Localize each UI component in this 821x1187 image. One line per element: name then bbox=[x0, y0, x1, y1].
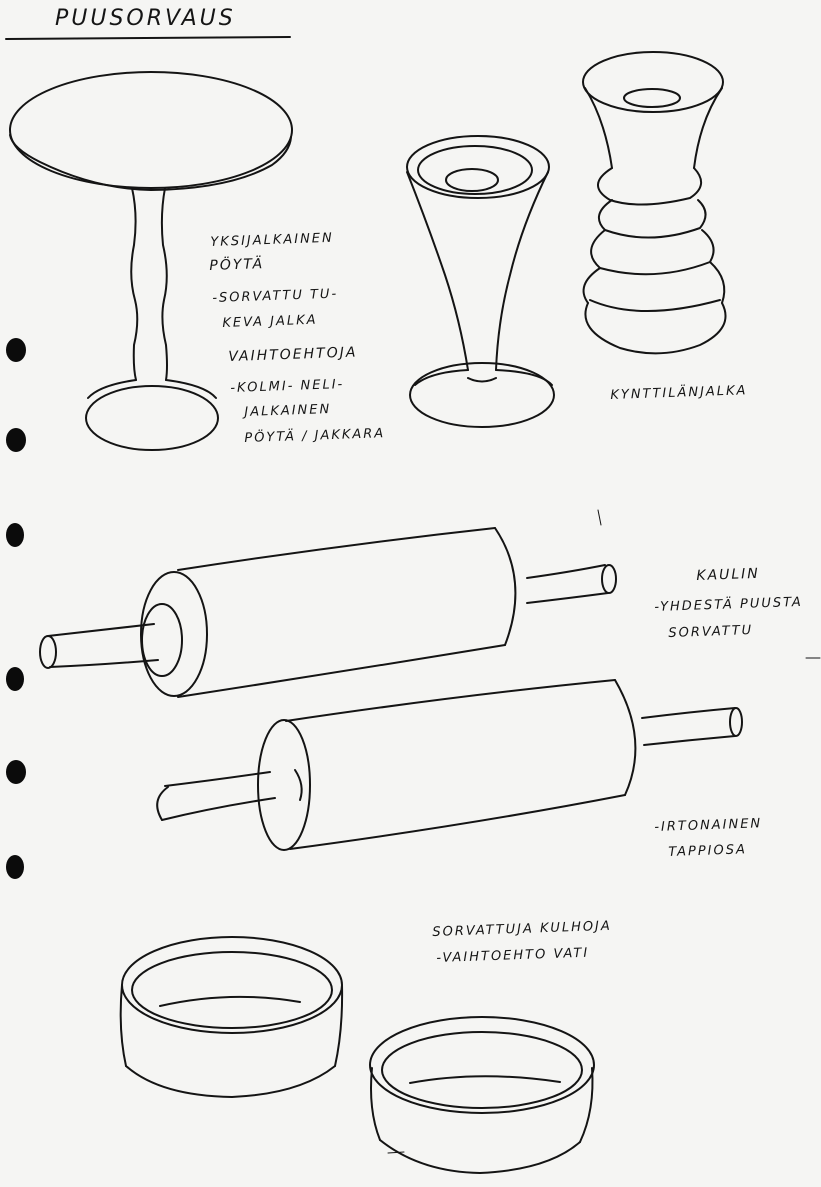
binder-hole bbox=[6, 760, 26, 784]
candlestick-drawing bbox=[582, 51, 727, 355]
rolling-pin-label: KAULIN bbox=[696, 565, 761, 584]
title-underline bbox=[5, 36, 291, 40]
rolling-pin-separate-handle bbox=[156, 679, 743, 851]
page-title: PUUSORVAUS bbox=[55, 6, 236, 31]
table-note-line2: KEVA JALKA bbox=[222, 312, 318, 331]
table-drawing bbox=[9, 71, 293, 451]
binder-hole bbox=[6, 428, 26, 452]
table-note-line1: -SORVATTU TU- bbox=[212, 286, 339, 306]
rolling-pin-one-piece bbox=[39, 527, 617, 698]
rolling-pin-alt-line1: -IRTONAINEN bbox=[654, 816, 763, 835]
binder-hole bbox=[6, 855, 24, 879]
rolling-pin-alt-line2: TAPPIOSA bbox=[668, 842, 748, 860]
binder-hole bbox=[6, 667, 24, 691]
binder-hole bbox=[6, 523, 24, 547]
rolling-pin-note-line2: SORVATTU bbox=[668, 623, 754, 641]
bowl-large bbox=[119, 936, 344, 1098]
table-label-line2: PÖYTÄ bbox=[209, 256, 265, 274]
table-alt-line2: JALKAINEN bbox=[244, 401, 332, 420]
table-alt-line1: -KOLMI- NELI- bbox=[230, 377, 345, 396]
vase-drawing bbox=[406, 135, 555, 428]
table-alt-heading: VAIHTOEHTOJA bbox=[228, 344, 358, 365]
binder-hole bbox=[6, 338, 26, 362]
bowl-small bbox=[369, 1016, 595, 1174]
table-label: YKSIJALKAINEN bbox=[210, 230, 334, 250]
